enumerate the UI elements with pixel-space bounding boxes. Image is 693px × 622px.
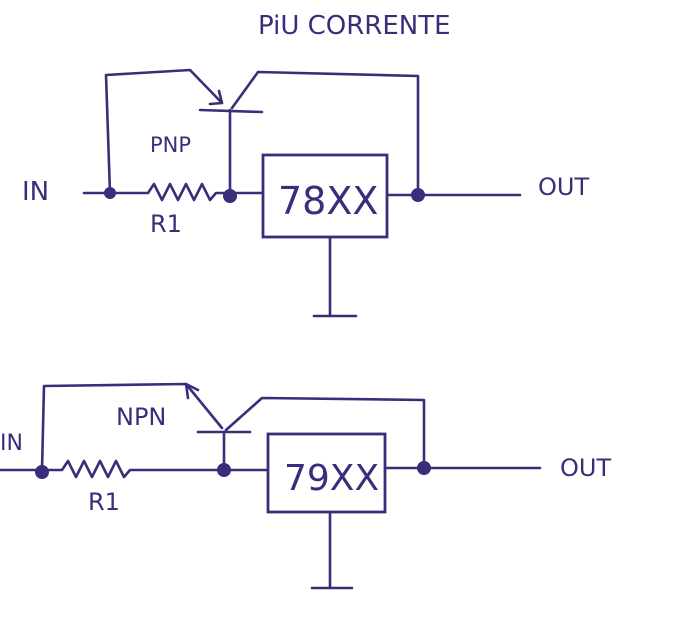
- bottom-regulator-label: 79XX: [284, 458, 379, 499]
- top-circuit: 78XX IN OUT PNP R1: [22, 68, 589, 318]
- top-r1-label: R1: [150, 210, 182, 238]
- diagram-title: PiU CORRENTE: [258, 11, 451, 41]
- top-collector-wire: [230, 70, 420, 197]
- top-ground: [312, 235, 358, 318]
- top-in-label: IN: [22, 177, 49, 207]
- bottom-in-label: IN: [0, 431, 23, 456]
- bottom-out-label: OUT: [560, 454, 611, 482]
- top-out-label: OUT: [538, 173, 589, 201]
- bottom-regulator-79xx: [266, 432, 387, 514]
- bottom-junction-input: [35, 465, 49, 479]
- bottom-r1-label: R1: [88, 488, 120, 516]
- bottom-collector-wire: [224, 396, 426, 470]
- bottom-npn-label: NPN: [116, 403, 166, 431]
- top-pnp-label: PNP: [150, 133, 191, 157]
- top-junction-input: [104, 187, 116, 199]
- bottom-circuit: 79XX IN OUT NPN R1: [0, 382, 611, 590]
- bottom-emitter-arrow: [184, 382, 200, 400]
- top-emitter-arrow: [208, 89, 224, 106]
- bottom-emitter-wire: [40, 382, 224, 472]
- bottom-junction-output: [417, 461, 431, 475]
- top-junction-output: [411, 188, 425, 202]
- top-emitter-wire: [104, 68, 224, 195]
- bottom-resistor-r1: [40, 459, 226, 479]
- top-resistor-r1: [108, 182, 232, 202]
- top-junction-base: [223, 189, 237, 203]
- bottom-ground: [310, 510, 354, 590]
- bottom-junction-base: [217, 463, 231, 477]
- top-regulator-label: 78XX: [278, 179, 378, 223]
